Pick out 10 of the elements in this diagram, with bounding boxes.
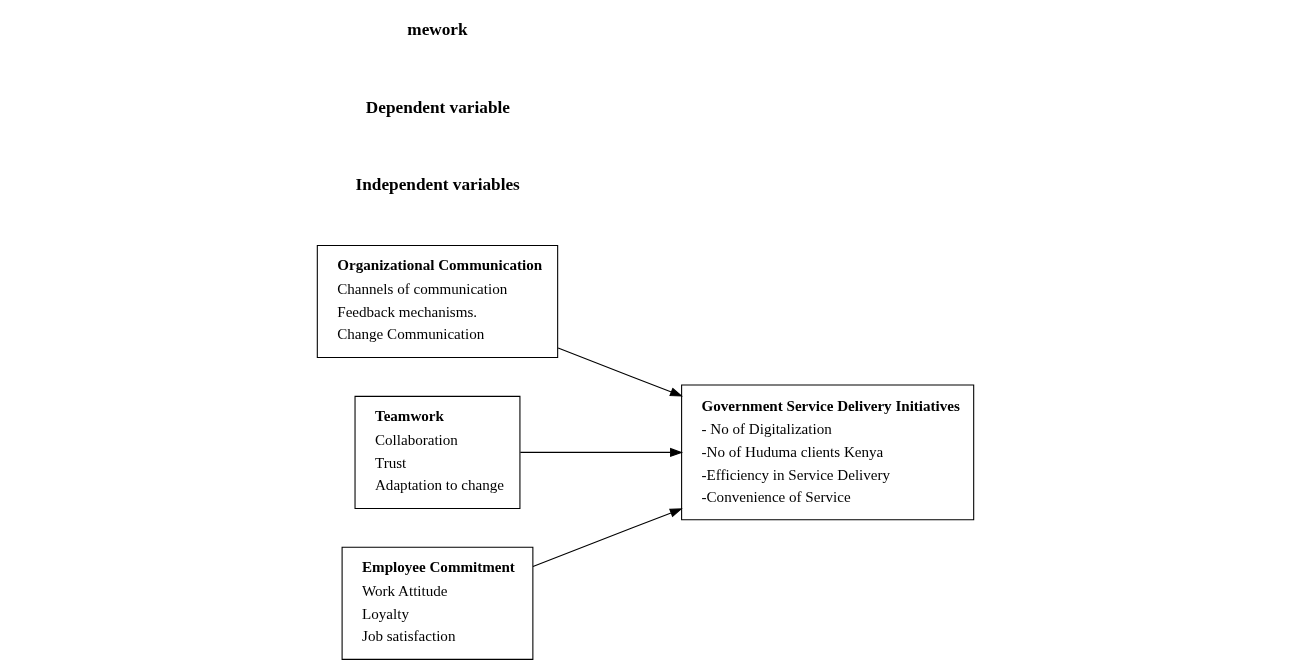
node-box: Government Service Delivery Initiatives - No of Digitalization -No of Huduma clients Kenya -Efficiency in Service Delivery -Convenience of Service — [681, 384, 975, 521]
label: Independent variables — [355, 175, 520, 195]
node-box: Employee Commitment Work Attitude Loyalty Job satisfaction — [341, 546, 534, 660]
node-box: Organizational Communication Channels of communication Feedback mechanisms. Change Communication — [316, 244, 559, 359]
arrow — [557, 347, 683, 397]
node-box: Teamwork Collaboration Trust Adaptation to change — [354, 395, 521, 509]
label: mework — [407, 20, 468, 40]
arrow — [532, 508, 683, 568]
label: Dependent variable — [365, 97, 510, 117]
arrow — [519, 447, 684, 457]
